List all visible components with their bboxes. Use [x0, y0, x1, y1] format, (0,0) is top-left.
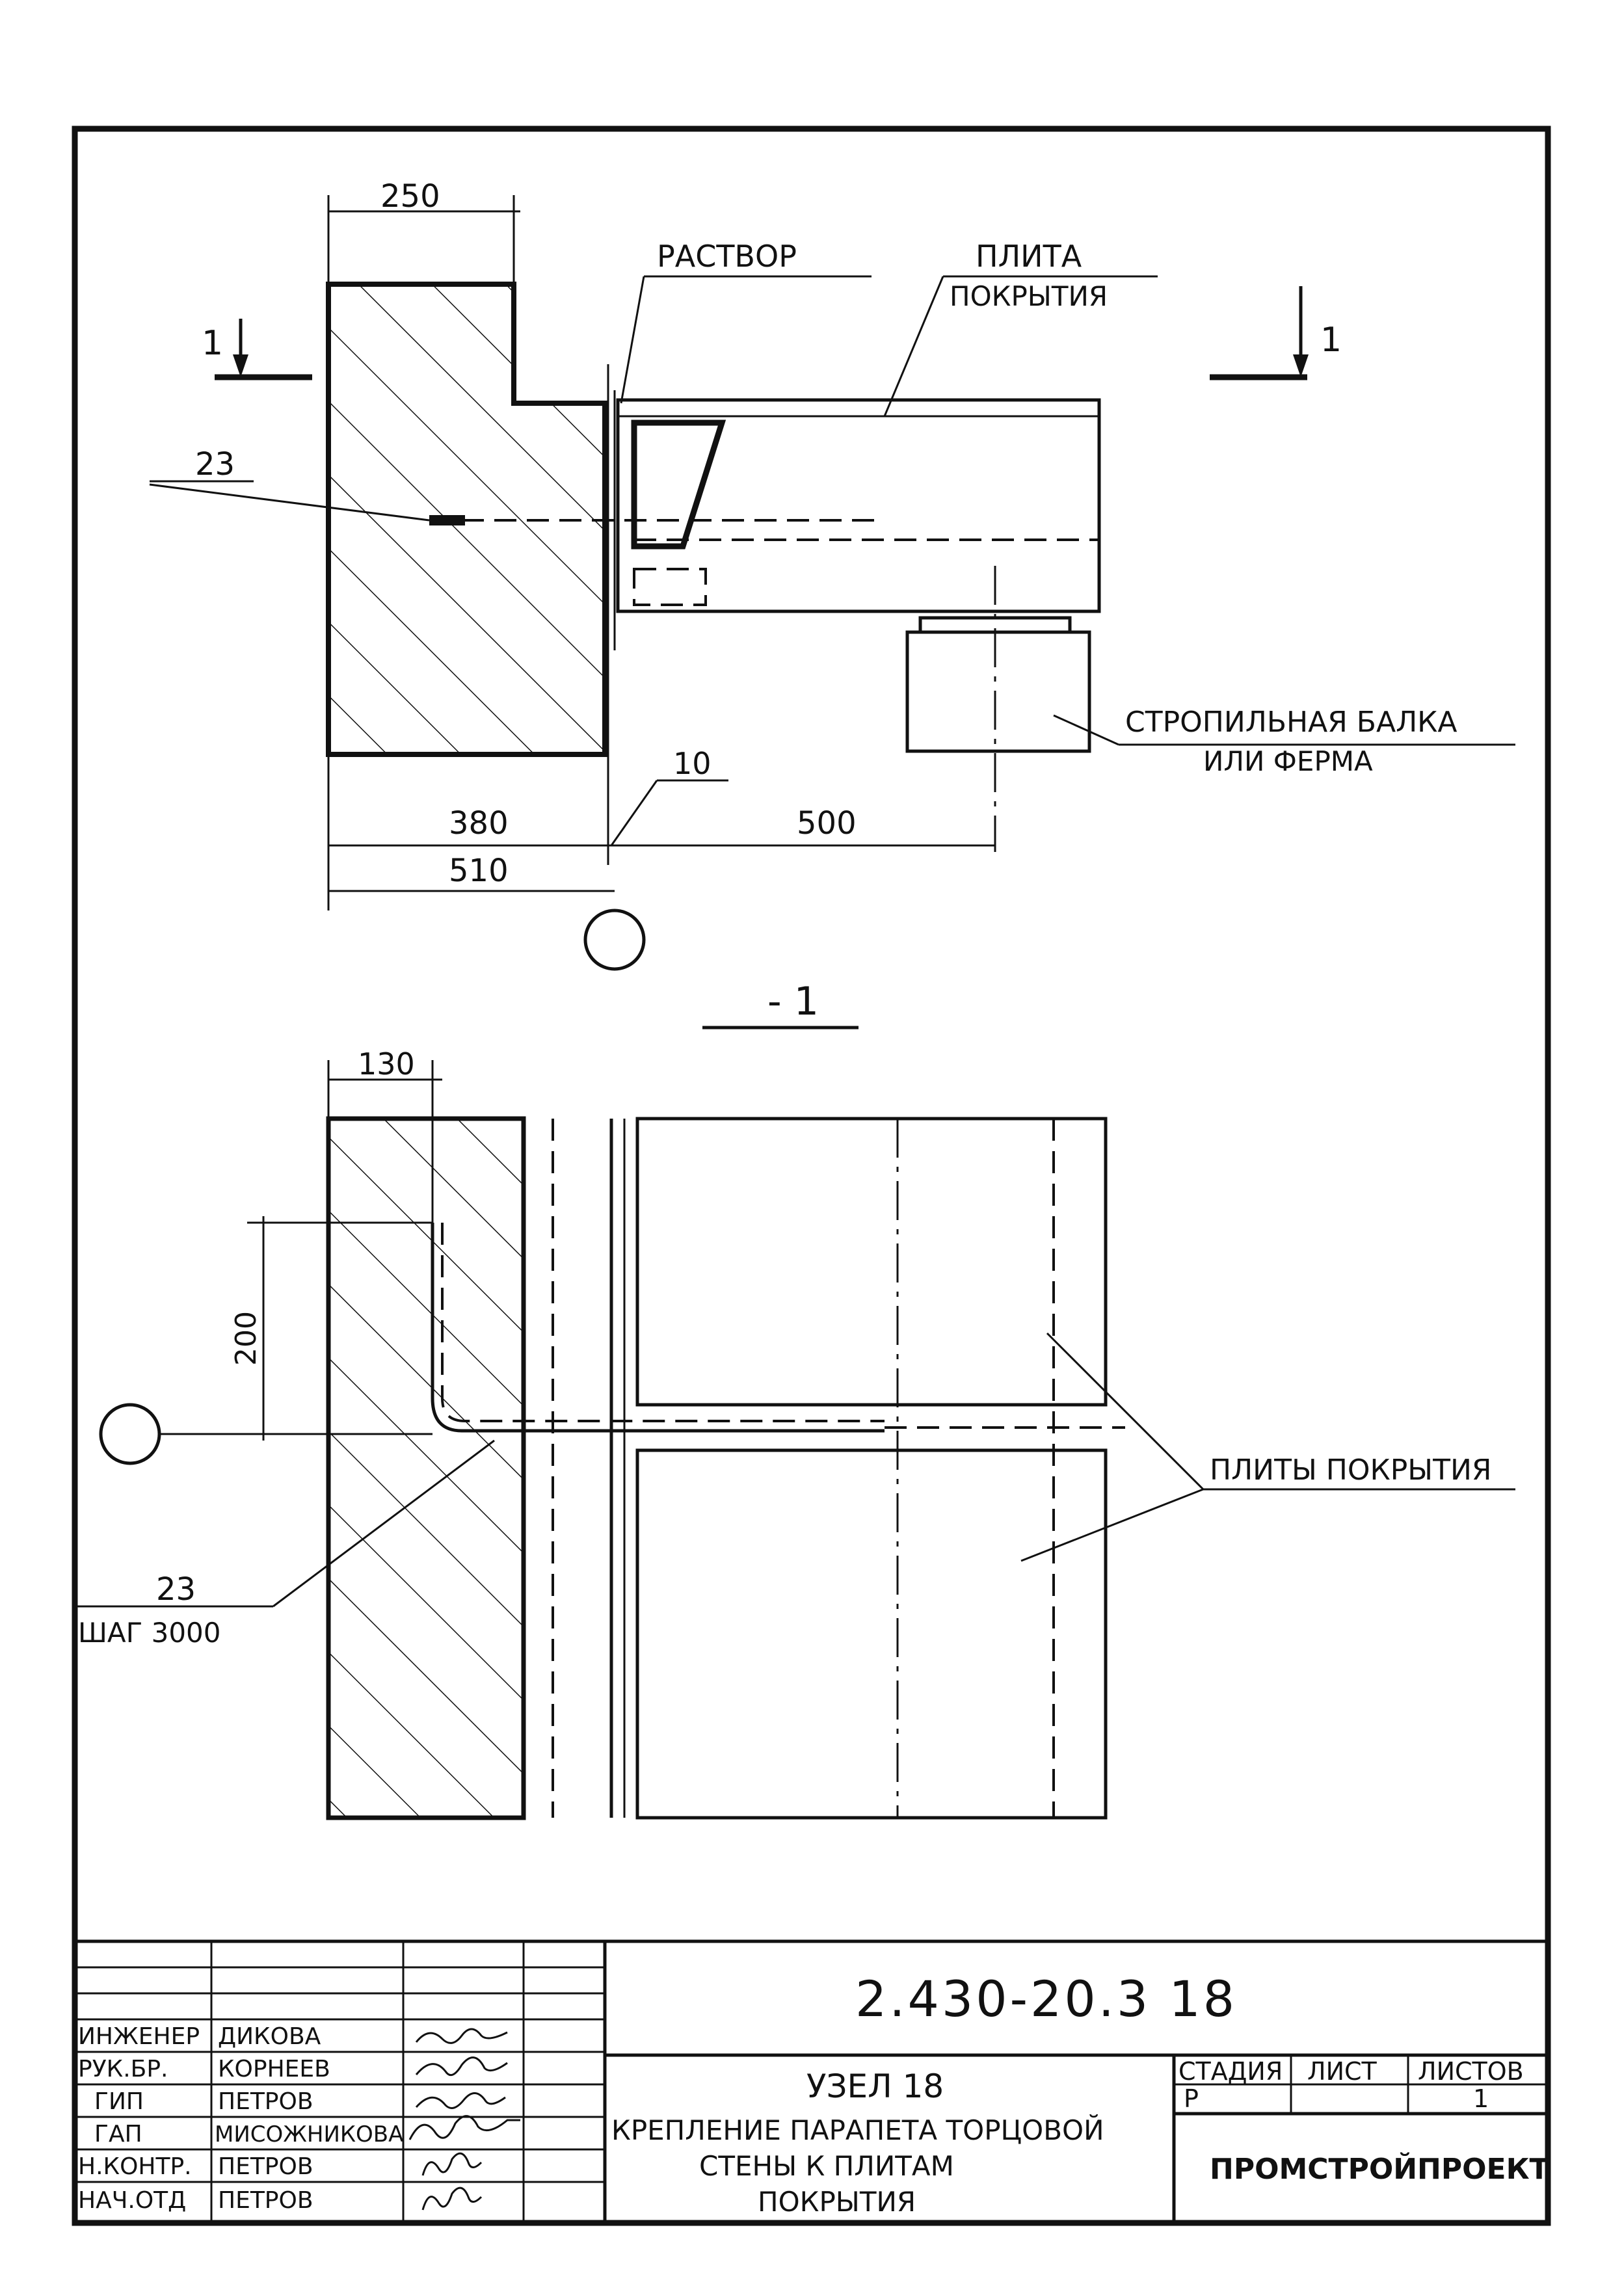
rafter-beam [905, 630, 1091, 753]
leader-23 [149, 483, 430, 522]
staff-name: ДИКОВА [218, 2023, 321, 2050]
plan-view: 130 200 23 ШАГ 3000 ПЛИТЫ ПОКРЫТИЯ [75, 1046, 1515, 1820]
staff-role: НАЧ.ОТД [78, 2187, 186, 2214]
leader-slabs-a [1046, 1332, 1205, 1491]
label-23-plan: 23 [156, 1571, 196, 1608]
description-line-2: СТЕНЫ К ПЛИТАМ [699, 2150, 954, 2182]
plan-anchor-23-inner [441, 1223, 885, 1422]
label-23-section: 23 [195, 446, 235, 483]
title-block: 2.430-20.3 18 УЗЕЛ 18 КРЕПЛЕНИЕ ПАРАПЕТА… [73, 1939, 1550, 2225]
staff-name: ПЕТРОВ [218, 2187, 313, 2214]
label-step: ШАГ 3000 [78, 1617, 221, 1649]
signature [415, 2056, 508, 2077]
dim-250: 250 [380, 178, 440, 215]
leader-beam [1053, 714, 1119, 746]
leader-slab-arrow [883, 276, 944, 417]
stage-value: Р [1184, 2084, 1199, 2113]
staff-name: МИСОЖНИКОВА [215, 2121, 403, 2147]
leader-mortar-arrow [620, 276, 645, 404]
staff-role: РУК.БР. [78, 2056, 168, 2082]
leader-10 [610, 780, 658, 846]
embedded-part [633, 568, 707, 606]
label-slab-1: ПЛИТА [976, 239, 1082, 274]
section-arrow-right [1293, 354, 1309, 377]
axis-circle-plan [99, 1403, 161, 1465]
label-slab-2: ПОКРЫТИЯ [950, 280, 1108, 312]
plan-slab-lower [635, 1448, 1108, 1820]
dim-500: 500 [797, 805, 857, 842]
section-mark-left-label: 1 [202, 324, 223, 363]
label-beam-2: ИЛИ ФЕРМА [1203, 745, 1373, 777]
sheets-value: 1 [1473, 2084, 1489, 2113]
node-title: УЗЕЛ 18 [806, 2067, 944, 2105]
sheet-header: ЛИСТ [1307, 2057, 1378, 2086]
dim-200: 200 [230, 1311, 263, 1366]
dim-510: 510 [449, 853, 509, 889]
leader-23-plan [273, 1439, 495, 1608]
signature [421, 2186, 483, 2211]
sheets-header: ЛИСТОВ [1418, 2057, 1524, 2086]
plan-slab-upper [635, 1117, 1108, 1407]
staff-role: ГИП [94, 2088, 144, 2115]
sheet-frame [72, 126, 1551, 2226]
signature [421, 2152, 483, 2176]
signature [408, 2115, 520, 2140]
label-beam-1: СТРОПИЛЬНАЯ БАЛКА [1125, 706, 1458, 739]
section-arrow-left [233, 354, 248, 377]
staff-role: Н.КОНТР. [78, 2153, 192, 2180]
staff-name: ПЕТРОВ [218, 2153, 313, 2180]
doc-code: 2.430-20.3 18 [855, 1970, 1237, 2028]
description-line-3: ПОКРЫТИЯ [758, 2186, 916, 2218]
section-title: - 1 [767, 979, 819, 1024]
dim-130: 130 [358, 1046, 415, 1082]
staff-name: ПЕТРОВ [218, 2088, 313, 2115]
plan-anchor-23 [431, 1223, 885, 1433]
axis-circle-top [583, 909, 646, 971]
signature [415, 2092, 506, 2109]
stage-header: СТАДИЯ [1178, 2057, 1283, 2086]
staff-role: ИНЖЕНЕР [78, 2023, 200, 2050]
slab-rib [631, 419, 726, 550]
company-name: ПРОМСТРОЙПРОЕКТ [1210, 2151, 1549, 2186]
description-line-1: КРЕПЛЕНИЕ ПАРАПЕТА ТОРЦОВОЙ [611, 2114, 1104, 2146]
staff-name: КОРНЕЕВ [218, 2056, 330, 2082]
dim-380: 380 [449, 805, 509, 842]
label-mortar: РАСТВОР [657, 239, 797, 274]
section-mark-right-label: 1 [1320, 321, 1342, 360]
plan-wall [326, 1116, 526, 1820]
staff-role: ГАП [94, 2121, 142, 2147]
title-block-frame [73, 1939, 1550, 2225]
label-slabs: ПЛИТЫ ПОКРЫТИЯ [1210, 1454, 1491, 1487]
anchor-23-plate [429, 515, 465, 525]
section-view: 1 1 250 23 РАСТВОР ПЛИТА ПОКРЫТИЯ СТРОПИ… [149, 178, 1515, 971]
signature [415, 2028, 508, 2044]
dim-10: 10 [673, 746, 712, 781]
leader-slabs-b [1020, 1488, 1204, 1562]
roof-slab [616, 398, 1101, 613]
signatures [408, 2028, 520, 2211]
